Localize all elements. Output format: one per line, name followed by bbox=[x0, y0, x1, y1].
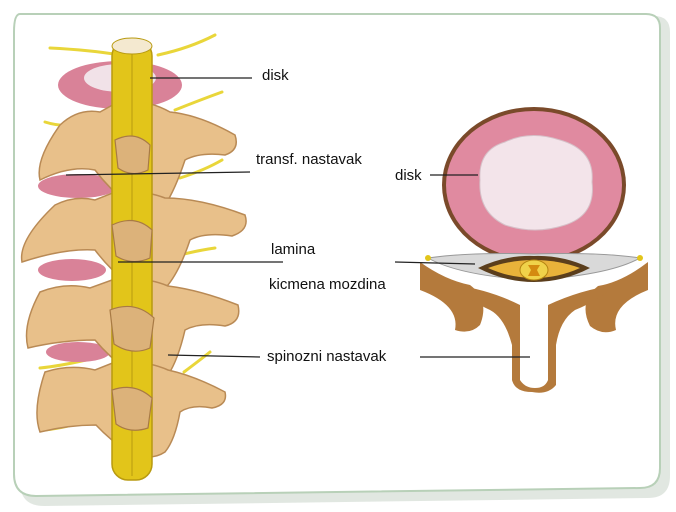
label-disk-right: disk bbox=[395, 167, 422, 184]
label-transf-nastavak: transf. nastavak bbox=[256, 151, 362, 168]
label-kicmena-mozdina: kicmena mozdina bbox=[269, 276, 386, 293]
spinous-processes bbox=[109, 135, 155, 431]
label-disk-left: disk bbox=[262, 67, 289, 84]
leader-lines bbox=[65, 77, 530, 358]
spine-posterior-view bbox=[20, 33, 247, 481]
spine-axial-view bbox=[420, 107, 648, 393]
label-lamina: lamina bbox=[271, 241, 316, 258]
label-spinozni-nastavak: spinozni nastavak bbox=[267, 348, 387, 365]
